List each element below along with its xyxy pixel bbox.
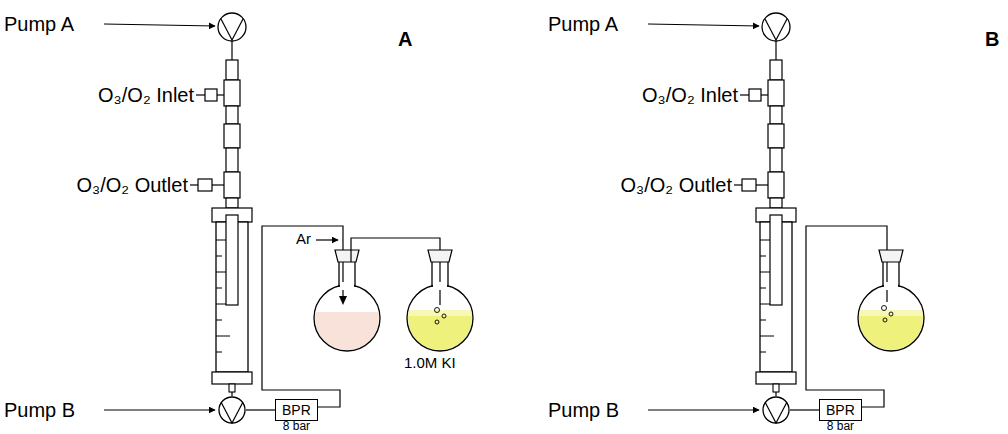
tube-connector xyxy=(790,409,819,410)
box-label: BPR xyxy=(282,402,311,418)
pump-circle xyxy=(218,396,246,424)
pump-label: Pump B xyxy=(4,396,75,424)
pump-mark xyxy=(765,402,787,423)
drawing-part xyxy=(314,312,380,352)
drawing-part xyxy=(314,250,380,352)
part-label: Pump A xyxy=(4,13,74,35)
pump-circle xyxy=(762,396,790,424)
drawing-part xyxy=(858,250,924,351)
part-label: O₃/O₂ Outlet xyxy=(621,174,733,196)
drawing-part xyxy=(351,238,440,305)
drawing-part xyxy=(435,308,440,313)
drawing-part xyxy=(407,310,473,352)
drawing-part xyxy=(339,296,347,305)
part-label: Pump A xyxy=(548,13,618,35)
pressure-label: 8 bar xyxy=(283,420,310,432)
drawing-part xyxy=(648,13,887,410)
drawing-part xyxy=(858,310,924,352)
setup-a xyxy=(104,13,473,410)
part-label: O₃/O₂ Inlet xyxy=(98,84,194,106)
drawing-part xyxy=(858,310,924,316)
part-label: O₃/O₂ Inlet xyxy=(642,84,738,106)
part-label: O₃/O₂ Outlet xyxy=(77,174,189,196)
drawing-part xyxy=(883,318,887,322)
drawing-part xyxy=(407,250,473,352)
pump-mark xyxy=(221,402,243,423)
drawing-part xyxy=(314,250,380,351)
part-label: Ar xyxy=(296,230,311,248)
panel-letter: B xyxy=(985,28,999,50)
pump-label: Pump B xyxy=(548,396,619,424)
drawing-part xyxy=(316,239,338,240)
tube-connector xyxy=(246,409,275,410)
bpr-box: BPR8 bar xyxy=(819,399,862,421)
drawing-part xyxy=(407,310,473,316)
panel-letter: A xyxy=(398,28,412,50)
drawing-part xyxy=(882,306,894,323)
drawing-part xyxy=(858,250,924,352)
bpr-box: BPR8 bar xyxy=(275,399,318,421)
drawing-part xyxy=(435,308,447,325)
drawing-part xyxy=(882,306,887,311)
pump-symbol: Pump B xyxy=(218,396,246,424)
drawing-part xyxy=(889,312,893,316)
drawing-part xyxy=(407,250,473,351)
pressure-label: 8 bar xyxy=(827,420,854,432)
box-label: BPR xyxy=(826,402,855,418)
setup-b xyxy=(648,13,924,410)
drawing-part xyxy=(435,320,439,324)
drawing-part xyxy=(442,314,446,318)
pump-symbol: Pump B xyxy=(762,396,790,424)
drawing-part xyxy=(104,13,343,410)
pump-outline xyxy=(219,397,245,423)
pump-outline xyxy=(763,397,789,423)
part-label: 1.0M KI xyxy=(404,354,456,372)
